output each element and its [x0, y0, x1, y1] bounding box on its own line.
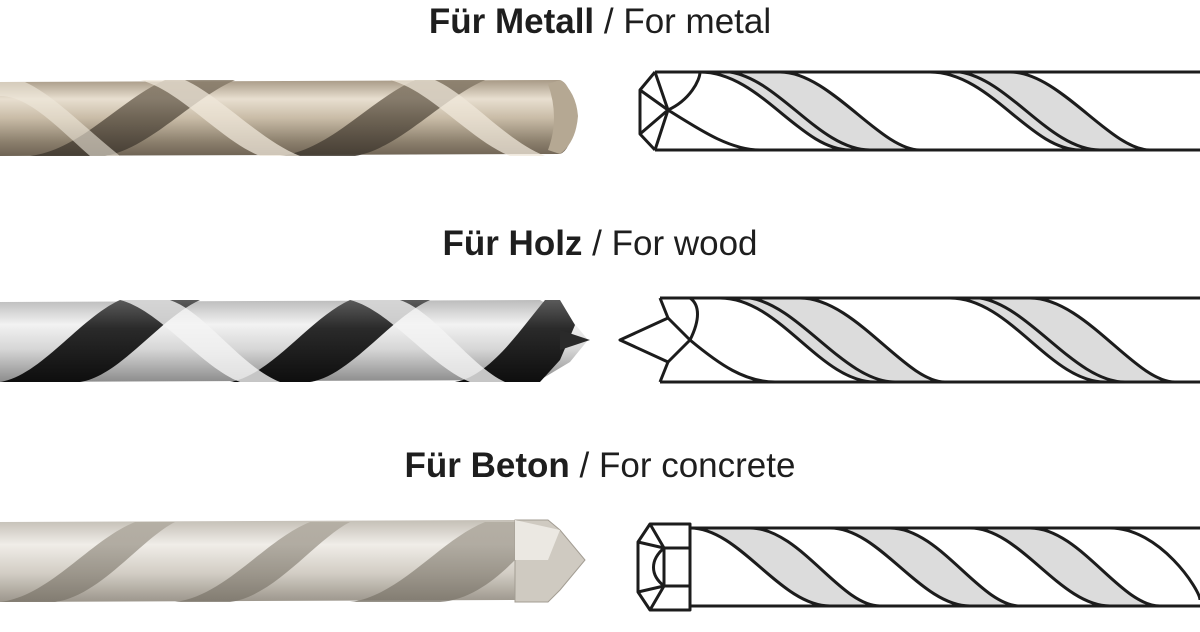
- metal-drill-bit-photo: [0, 80, 578, 156]
- heading-metal: Für Metall / For metal: [0, 0, 1200, 44]
- heading-concrete: Für Beton / For concrete: [0, 444, 1200, 488]
- heading-concrete-separator: /: [569, 446, 599, 485]
- wood-drill-bit-photo: [0, 300, 590, 382]
- heading-metal-separator: /: [594, 2, 624, 41]
- wood-drill-bit-line-icon: [618, 296, 1200, 384]
- heading-wood-separator: /: [582, 224, 612, 263]
- metal-drill-bit-line-icon: [638, 70, 1200, 152]
- heading-metal-en: For metal: [623, 2, 772, 41]
- heading-concrete-en: For concrete: [598, 446, 796, 485]
- heading-concrete-de: Für Beton: [404, 446, 570, 485]
- concrete-drill-bit-photo: [0, 519, 586, 603]
- heading-metal-de: Für Metall: [428, 2, 595, 41]
- heading-wood-de: Für Holz: [442, 224, 583, 263]
- concrete-drill-bit-line-icon: [636, 522, 1200, 612]
- heading-wood: Für Holz / For wood: [0, 222, 1200, 266]
- heading-wood-en: For wood: [611, 224, 758, 263]
